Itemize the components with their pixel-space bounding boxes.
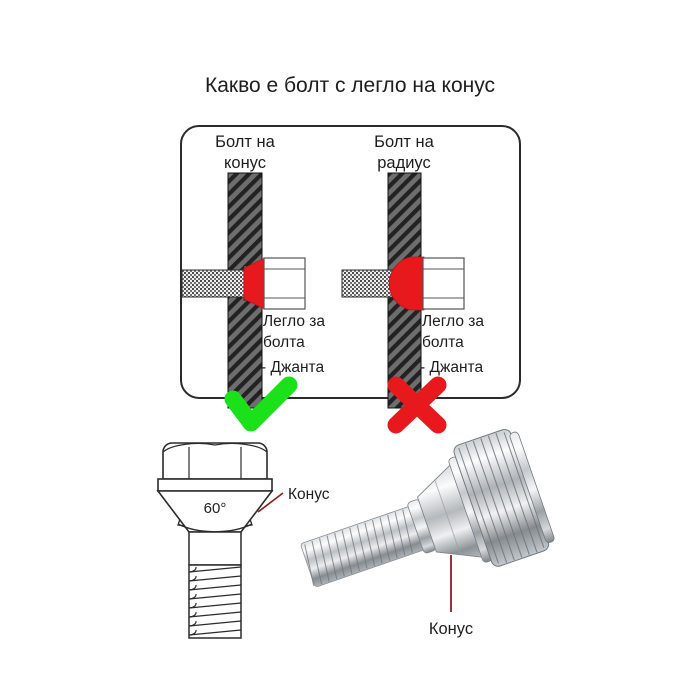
photo-bolt-spline-lines [458, 432, 545, 564]
cone-callout-label: Конус [288, 486, 330, 503]
page-title: Какво е болт с легло на конус [205, 74, 495, 97]
right-seat-label-line2: болта [422, 334, 464, 351]
bolt-threaded-shank [188, 564, 242, 639]
left-rim-label: - Джанта [261, 359, 324, 376]
bolt-thread-lines [188, 566, 242, 636]
photo-chrome-bolt [300, 428, 555, 587]
photo-bolt-thread-lines [304, 509, 413, 586]
angle-label: 60° [204, 500, 227, 517]
left-seat-label-line2: болта [263, 334, 305, 351]
line-art-cone-bolt: 60° [156, 442, 330, 639]
left-bolt-shank [181, 269, 245, 298]
photo-bolt-cone-highlight [434, 479, 462, 556]
cone-callout-leader [257, 492, 284, 513]
verdict-check-correct [224, 376, 298, 432]
bolt-flange [157, 478, 273, 492]
comparison-panel [180, 125, 521, 399]
bolt-hex-head [162, 442, 268, 480]
right-heading-line2: радиус [377, 154, 431, 172]
right-heading-line1: Болт на [374, 133, 435, 151]
right-seat-label-line1: Легло за [422, 313, 484, 330]
photo-bolt-head-cap [509, 431, 555, 543]
right-rim-label: - Джанта [420, 359, 483, 376]
left-bolt-head [263, 257, 306, 310]
right-radius-seat [388, 256, 425, 311]
left-heading-line2: конус [224, 154, 266, 172]
bolt-head-chamfer [162, 442, 268, 453]
right-bolt-head [422, 257, 465, 310]
bolt-angle-arrowheads [177, 518, 253, 527]
photo-cone-callout-label: Конус [429, 620, 473, 638]
right-case-radius-seat: Болт на радиус Легло за болта - Джанта [341, 133, 484, 409]
left-seat-label-line1: Легло за [263, 313, 325, 330]
verdict-cross-wrong [387, 376, 447, 434]
bolt-plain-shank [188, 531, 242, 566]
left-case-cone-seat: Болт на конус Легло за болта - Джанта [181, 133, 325, 409]
left-heading-line1: Болт на [215, 133, 276, 151]
